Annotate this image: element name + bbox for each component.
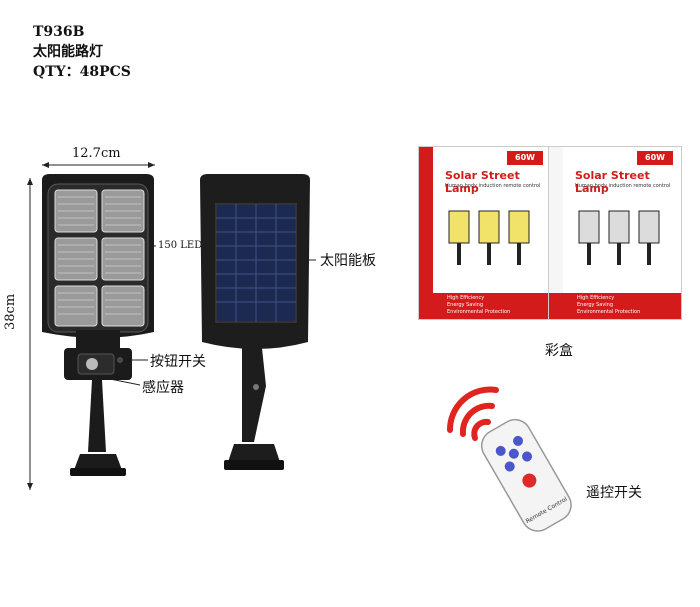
feature-2: Energy Saving <box>447 302 484 308</box>
package-label: 彩盒 <box>545 343 573 359</box>
package-subtitle: Human body induction remote control <box>445 183 541 189</box>
height-label: 38cm <box>3 293 18 330</box>
button-switch-label: 按钮开关 <box>150 354 206 370</box>
lamp-back <box>200 174 310 470</box>
product-name: 太阳能路灯 <box>33 44 103 60</box>
model-number: T936B <box>33 24 85 40</box>
wattage-badge-side: 60W <box>637 151 673 165</box>
package-box-side: 60W Solar Street Lamp Human body inducti… <box>548 146 682 320</box>
feature-1-side: High Efficiency <box>577 295 615 301</box>
lamp-front <box>42 174 154 476</box>
feature-2-side: Energy Saving <box>577 302 614 308</box>
package-title: Solar Street Lamp <box>445 169 520 195</box>
remote-label: 遥控开关 <box>586 485 642 501</box>
package-subtitle-side: Human body induction remote control <box>575 183 671 189</box>
wattage-badge: 60W <box>507 151 543 165</box>
package-box-front: 60W Solar Street Lamp Human body inducti… <box>418 146 552 320</box>
package-title-side: Solar Street Lamp <box>575 169 650 195</box>
sensor-label: 感应器 <box>142 380 184 396</box>
feature-1: High Efficiency <box>447 295 485 301</box>
led-count-label: 150 LED <box>158 240 203 251</box>
feature-3-side: Environmental Protection <box>577 309 641 315</box>
width-label: 12.7cm <box>72 146 121 161</box>
quantity: QTY：48PCS <box>33 64 131 80</box>
solar-panel-label: 太阳能板 <box>320 253 376 269</box>
remote-control: Remote Control <box>446 386 572 532</box>
feature-3: Environmental Protection <box>447 309 511 315</box>
